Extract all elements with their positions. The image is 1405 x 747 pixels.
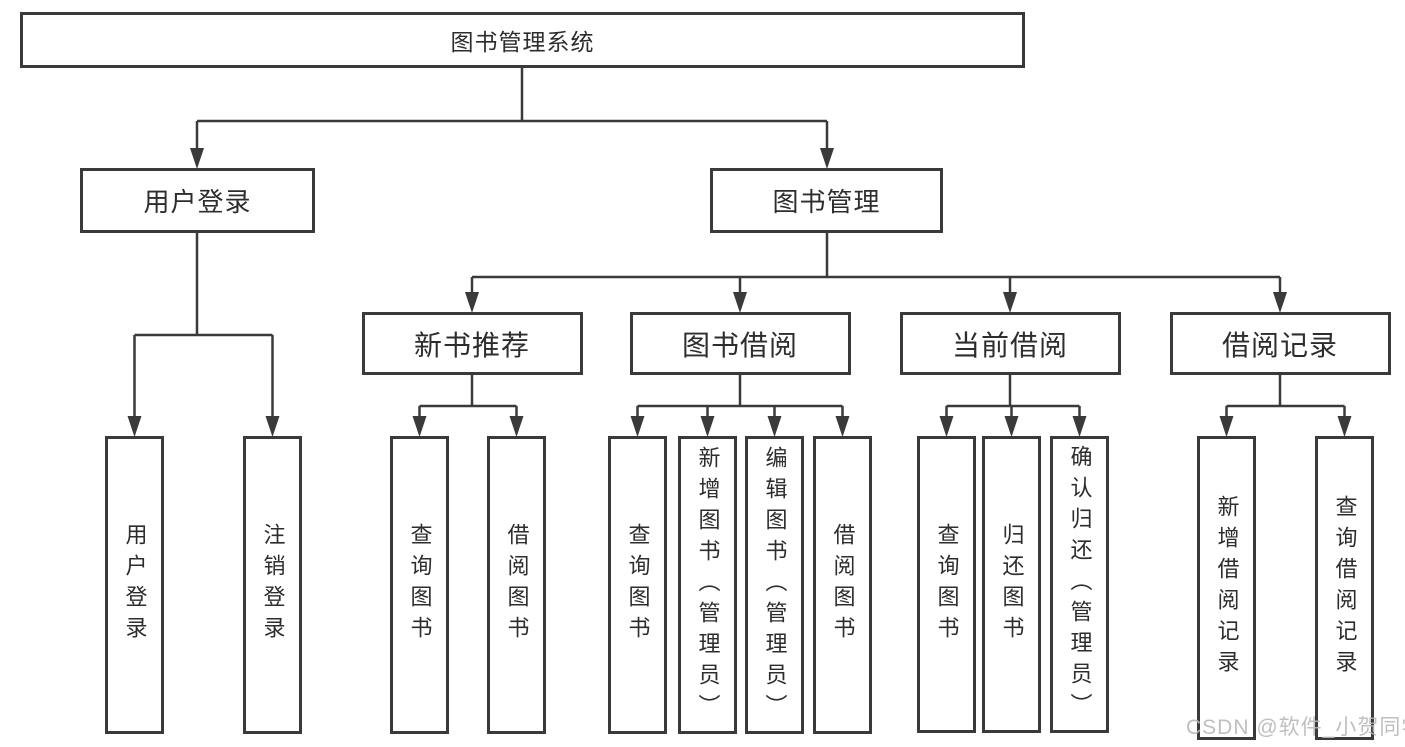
leaf-current-query-label: 查询图书 <box>934 522 960 647</box>
node-book-management-label: 图书管理 <box>772 187 881 217</box>
leaf-confirm-return-admin-label: 确认归还（管理员） <box>1067 445 1093 724</box>
leaf-borrow-add-admin-label: 新增图书（管理员） <box>695 445 721 725</box>
leaf-record-query: 查询借阅记录 <box>1315 436 1374 740</box>
node-borrow-record: 借阅记录 <box>1169 312 1391 375</box>
leaf-borrow-query: 查询图书 <box>608 436 667 734</box>
node-new-book-recommend: 新书推荐 <box>361 312 583 375</box>
node-library-system-label: 图书管理系统 <box>450 29 595 55</box>
node-new-book-recommend-label: 新书推荐 <box>413 329 530 361</box>
csdn-watermark: CSDN @软件_小贺同学 <box>1186 716 1405 739</box>
leaf-record-add: 新增借阅记录 <box>1197 436 1256 740</box>
leaf-record-add-label: 新增借阅记录 <box>1214 495 1240 681</box>
node-book-borrow: 图书借阅 <box>629 312 851 375</box>
leaf-confirm-return-admin: 确认归还（管理员） <box>1050 436 1109 733</box>
leaf-return-book-label: 归还图书 <box>999 522 1025 647</box>
node-user-login: 用户登录 <box>80 168 315 233</box>
node-book-management: 图书管理 <box>710 168 943 233</box>
leaf-logout: 注销登录 <box>243 436 302 734</box>
leaf-logout-label: 注销登录 <box>260 523 286 647</box>
node-current-borrow: 当前借阅 <box>899 312 1121 375</box>
leaf-borrow-edit-admin: 编辑图书（管理员） <box>745 436 804 734</box>
node-library-system: 图书管理系统 <box>20 12 1025 68</box>
leaf-borrow-book-label: 借阅图书 <box>830 523 856 647</box>
node-borrow-record-label: 借阅记录 <box>1221 329 1338 361</box>
leaf-borrow-add-admin: 新增图书（管理员） <box>678 436 737 734</box>
leaf-current-query: 查询图书 <box>917 436 976 733</box>
leaf-newbook-query-label: 查询图书 <box>407 523 433 647</box>
leaf-record-query-label: 查询借阅记录 <box>1332 495 1358 681</box>
leaf-return-book: 归还图书 <box>982 436 1041 733</box>
leaf-user-login-label: 用户登录 <box>122 523 148 647</box>
leaf-borrow-edit-admin-label: 编辑图书（管理员） <box>762 445 788 725</box>
leaf-newbook-borrow-label: 借阅图书 <box>504 523 530 647</box>
node-user-login-label: 用户登录 <box>143 187 252 217</box>
leaf-user-login: 用户登录 <box>105 436 164 734</box>
leaf-borrow-book: 借阅图书 <box>813 436 872 734</box>
node-book-borrow-label: 图书借阅 <box>681 329 798 361</box>
leaf-borrow-query-label: 查询图书 <box>625 523 651 647</box>
node-current-borrow-label: 当前借阅 <box>951 329 1068 361</box>
leaf-newbook-query: 查询图书 <box>390 436 449 734</box>
leaf-newbook-borrow: 借阅图书 <box>487 436 546 734</box>
